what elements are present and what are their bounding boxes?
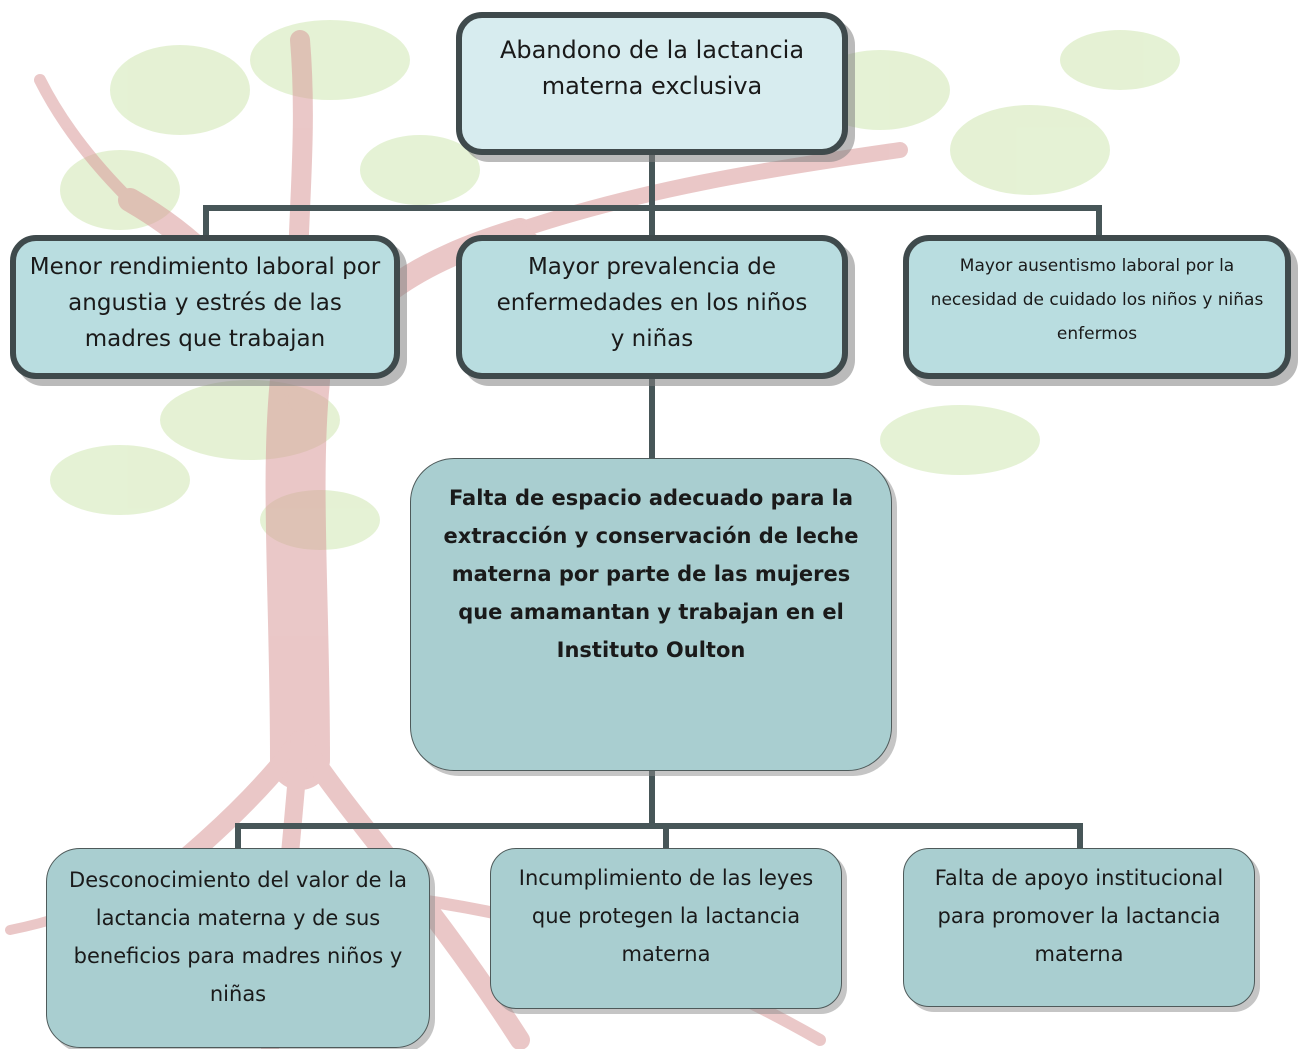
root-effect-box: Abandono de la lactancia materna exclusi… xyxy=(456,12,848,155)
cause-box-support: Falta de apoyo institucional para promov… xyxy=(903,848,1255,1007)
root-to-effects-connector xyxy=(203,152,1102,238)
central-problem-text: Falta de espacio adecuado para la extrac… xyxy=(443,486,859,662)
cause-text: Falta de apoyo institucional para promov… xyxy=(934,866,1224,966)
cause-text: Incumplimiento de las leyes que protegen… xyxy=(518,866,814,966)
cause-box-knowledge: Desconocimiento del valor de la lactanci… xyxy=(46,848,430,1048)
central-problem-box: Falta de espacio adecuado para la extrac… xyxy=(410,458,892,771)
effect-box-absenteeism: Mayor ausentismo laboral por la necesida… xyxy=(903,235,1291,379)
effect-box-performance: Menor rendimiento laboral por angustia y… xyxy=(10,235,400,379)
cause-text: Desconocimiento del valor de la lactanci… xyxy=(69,868,407,1006)
cause-box-laws: Incumplimiento de las leyes que protegen… xyxy=(490,848,842,1009)
effect-text: Mayor ausentismo laboral por la necesida… xyxy=(930,256,1264,344)
effect-box-disease: Mayor prevalencia de enfermedades en los… xyxy=(456,235,848,379)
effect-text: Menor rendimiento laboral por angustia y… xyxy=(29,254,381,352)
root-effect-text: Abandono de la lactancia materna exclusi… xyxy=(499,36,805,100)
effect-text: Mayor prevalencia de enfermedades en los… xyxy=(496,254,808,352)
problem-to-causes-connector xyxy=(235,768,1083,851)
